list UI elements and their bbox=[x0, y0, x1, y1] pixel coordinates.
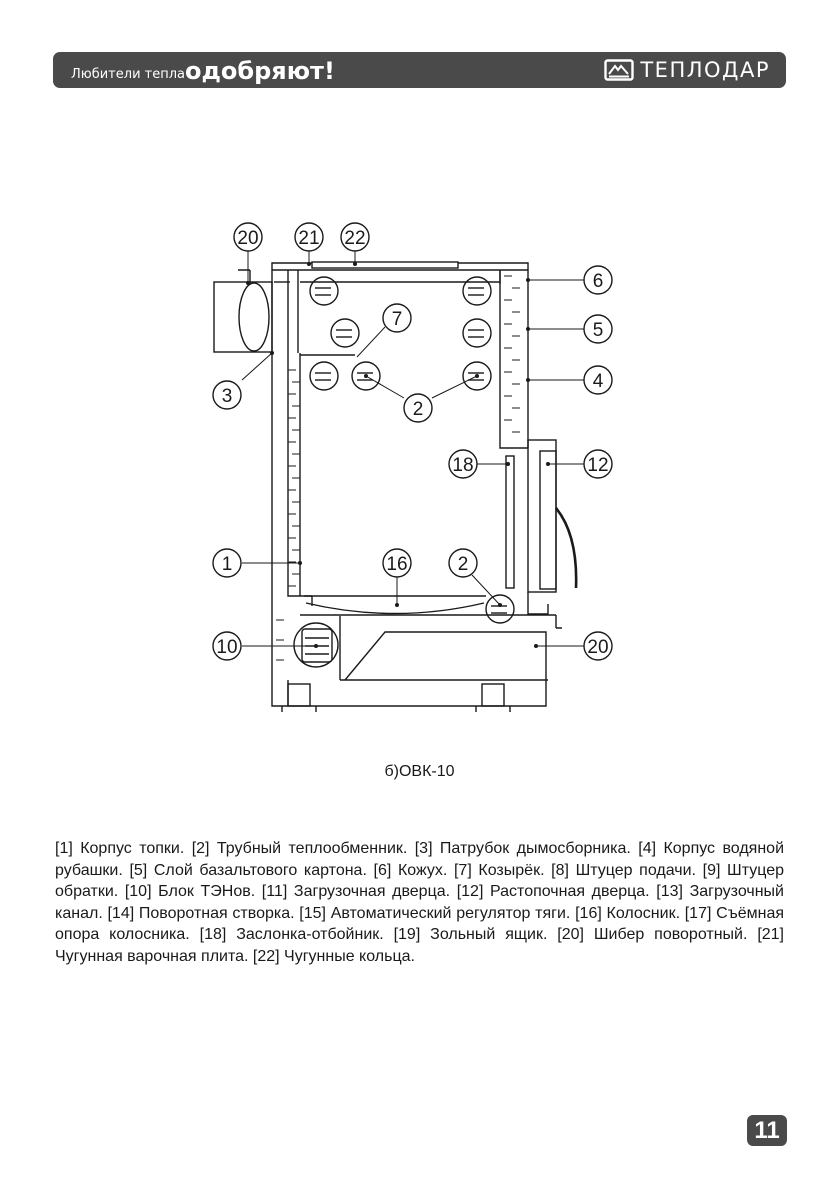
callout-label: 10 bbox=[216, 637, 237, 658]
callout-label: 20 bbox=[587, 637, 608, 658]
tagline-big: одобряют! bbox=[185, 57, 335, 85]
callout-label: 1 bbox=[222, 554, 233, 575]
callout-label: 6 bbox=[593, 271, 604, 292]
callout-label: 7 bbox=[392, 309, 403, 330]
header-bar: Любители теплаодобряют! ТЕПЛОДАР bbox=[53, 52, 786, 88]
tagline: Любители теплаодобряют! bbox=[71, 52, 335, 88]
callout-label: 16 bbox=[386, 554, 407, 575]
brand-logo-icon bbox=[604, 59, 635, 81]
boiler-diagram: 20 21 22 6 7 5 3 2 4 18 12 1 16 2 10 20 bbox=[212, 222, 613, 712]
brand: ТЕПЛОДАР bbox=[604, 52, 770, 88]
callout-label: 22 bbox=[344, 228, 365, 249]
figure-caption: б)ОВК-10 bbox=[384, 763, 455, 780]
callout-label: 3 bbox=[222, 386, 233, 407]
callout-label: 4 bbox=[593, 371, 604, 392]
callout-label: 5 bbox=[593, 320, 604, 341]
callout-label: 18 bbox=[452, 455, 473, 476]
callout-label: 2 bbox=[458, 554, 469, 575]
page-number: 11 bbox=[747, 1115, 787, 1146]
brand-name: ТЕПЛОДАР bbox=[640, 58, 770, 82]
tagline-small: Любители тепла bbox=[71, 67, 185, 82]
callout-label: 2 bbox=[413, 399, 424, 420]
callout-label: 20 bbox=[237, 228, 258, 249]
callout-label: 21 bbox=[298, 228, 319, 249]
callout-label: 12 bbox=[587, 455, 608, 476]
legend-text: [1] Корпус топки. [2] Трубный теплообмен… bbox=[55, 840, 784, 965]
